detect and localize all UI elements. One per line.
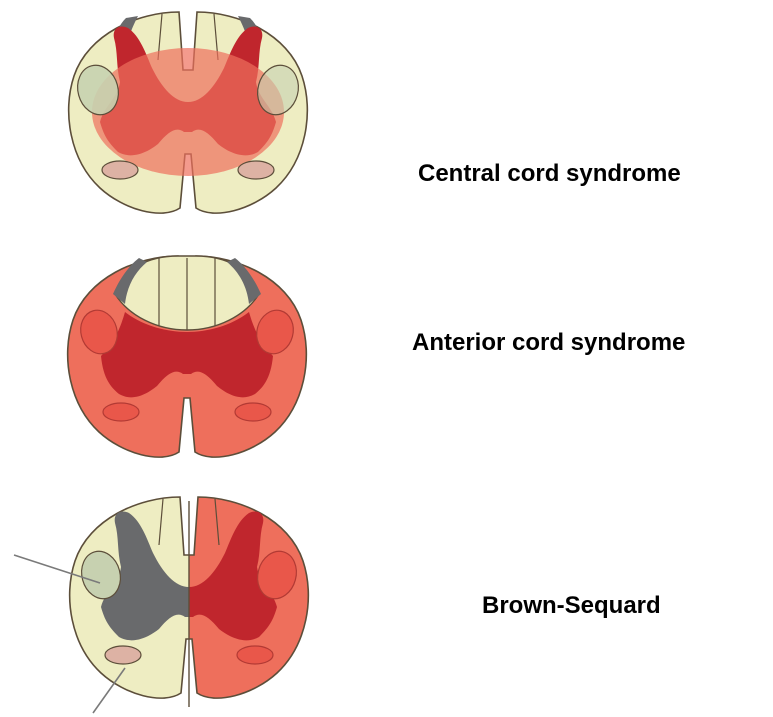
spinothalamic-tract-left <box>103 403 139 421</box>
spinothalamic-tract-left <box>102 161 138 179</box>
central-cord-syndrome-label: Central cord syndrome <box>418 160 681 188</box>
central-cord-diagram <box>69 12 308 213</box>
spinothalamic-tract-right <box>238 161 274 179</box>
anterior-cord-diagram <box>68 256 307 457</box>
brown-sequard-label: Brown-Sequard <box>482 592 661 620</box>
spinothalamic-tract-right <box>235 403 271 421</box>
anterior-cord-syndrome-label: Anterior cord syndrome <box>412 329 685 357</box>
brown-sequard-diagram <box>70 497 309 707</box>
central-lesion-zone <box>92 48 284 176</box>
spinothalamic-tract-left <box>105 646 141 664</box>
spinothalamic-tract-right <box>237 646 273 664</box>
